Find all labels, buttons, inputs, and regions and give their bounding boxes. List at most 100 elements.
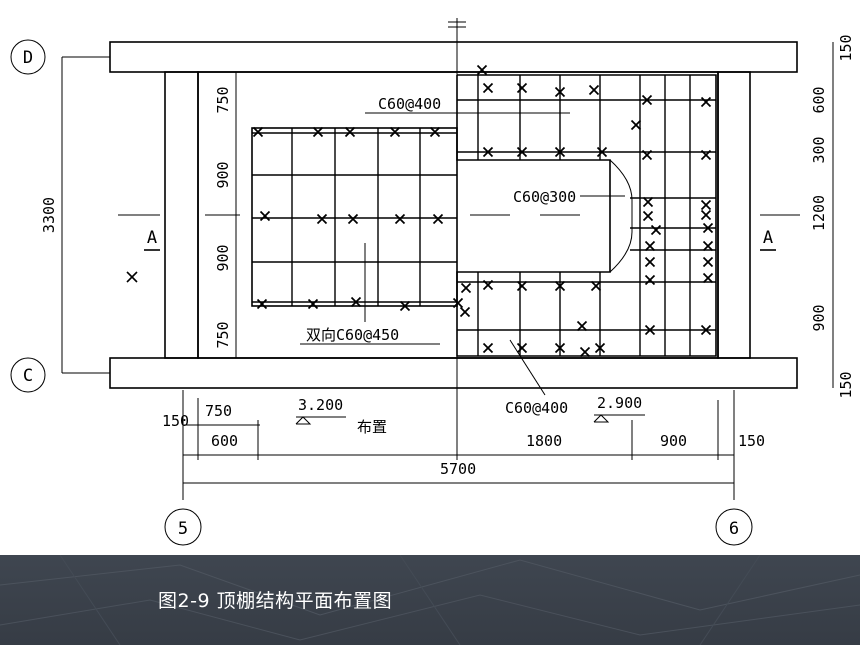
svg-text:900: 900: [810, 304, 828, 331]
rebar-crossing-mark: [630, 119, 642, 131]
svg-text:C60@300: C60@300: [513, 188, 576, 206]
rebar-crossing-mark: [644, 256, 656, 268]
rebar-crossing-mark: [594, 342, 606, 354]
svg-text:C60@400: C60@400: [378, 95, 441, 113]
rebar-crossing-mark: [576, 320, 588, 332]
svg-text:双向C60@450: 双向C60@450: [306, 326, 399, 344]
figure-caption: 图2-9 顶棚结构平面布置图: [158, 590, 393, 612]
svg-text:3.200: 3.200: [298, 396, 343, 414]
center-lines: [62, 18, 800, 500]
svg-text:750: 750: [214, 86, 232, 113]
rebar-crossing-mark: [516, 280, 528, 292]
rebar-crossing-mark: [482, 82, 494, 94]
rebar-crossing-mark: [482, 342, 494, 354]
svg-text:A: A: [147, 228, 157, 248]
rebar-crossing-mark: [700, 96, 712, 108]
rebar-crossing-mark: [642, 196, 654, 208]
svg-text:900: 900: [214, 244, 232, 271]
rebar-crossing-mark: [429, 126, 441, 138]
cross-mark-left-wall: [126, 271, 138, 283]
rebar-crossing-mark: [256, 298, 268, 310]
svg-text:150: 150: [162, 412, 189, 430]
elevation-mark-left: 3.200 布置: [295, 396, 387, 436]
rebar-crossing-mark: [702, 272, 714, 284]
rebar-crossing-mark: [252, 126, 264, 138]
svg-text:150: 150: [837, 371, 855, 398]
rebar-crossing-mark: [554, 342, 566, 354]
rebar-crossing-mark: [642, 210, 654, 222]
rebar-crossing-mark: [482, 146, 494, 158]
rebar-crossing-mark: [554, 280, 566, 292]
rebar-crossing-mark: [700, 209, 712, 221]
rebar-crossing-mark: [432, 213, 444, 225]
svg-text:5: 5: [178, 519, 188, 539]
rebar-crossing-mark: [702, 240, 714, 252]
rebar-crossing-mark: [644, 274, 656, 286]
right-dimensions: 150 600 300 1200 900 150: [810, 34, 855, 398]
rebar-crossing-mark: [702, 256, 714, 268]
section-mark-left: A: [144, 228, 160, 251]
rebar-crossing-mark: [482, 279, 494, 291]
svg-text:900: 900: [660, 432, 687, 450]
rebar-grid-right: [457, 75, 716, 356]
rebar-crossing-mark: [554, 86, 566, 98]
annotation-rebar-mid: C60@300: [513, 188, 625, 206]
rebar-crossing-mark: [516, 82, 528, 94]
svg-text:600: 600: [810, 86, 828, 113]
rebar-crossing-mark: [347, 213, 359, 225]
section-mark-right: A: [760, 228, 776, 251]
rebar-crossing-mark: [452, 297, 464, 309]
svg-text:2.900: 2.900: [597, 394, 642, 412]
rebar-crossing-mark: [460, 282, 472, 294]
svg-text:150: 150: [837, 34, 855, 61]
annotation-rebar-bidirectional: 双向C60@450: [300, 243, 440, 345]
rebar-crossing-mark: [394, 213, 406, 225]
axis-bubble-6: 6: [715, 508, 753, 546]
rebar-crossing-mark: [316, 213, 328, 225]
rebar-crossing-mark: [312, 126, 324, 138]
rebar-crossing-mark: [700, 149, 712, 161]
ceiling-structural-plan-drawing: D C 5 6 3300 750 900 900 750 150 600 300…: [10, 18, 855, 546]
rebar-crossing-mark: [307, 298, 319, 310]
rebar-crossing-mark: [579, 346, 591, 358]
rebar-crossing-mark: [399, 300, 411, 312]
rebar-crossing-mark: [459, 306, 471, 318]
rebar-crossing-mark: [516, 342, 528, 354]
rebar-crossing-mark: [700, 199, 712, 211]
svg-text:600: 600: [211, 432, 238, 450]
caption-bar: 图2-9 顶棚结构平面布置图: [0, 555, 860, 645]
svg-text:750: 750: [205, 402, 232, 420]
rebar-crossing-mark: [588, 84, 600, 96]
left-dimensions: 3300 750 900 900 750: [40, 57, 237, 373]
elevation-mark-right: 2.900: [593, 394, 645, 423]
rebar-crossing-mark: [554, 146, 566, 158]
svg-text:1200: 1200: [810, 195, 828, 231]
annotation-rebar-bottom: C60@400: [505, 339, 568, 417]
svg-text:A: A: [763, 228, 773, 248]
svg-text:6: 6: [729, 519, 739, 539]
decorative-lines: [0, 555, 860, 645]
rebar-crossing-mark: [596, 146, 608, 158]
rebar-crossing-marks: [252, 64, 714, 358]
axis-bubble-5: 5: [164, 508, 202, 546]
rebar-crossing-mark: [702, 222, 714, 234]
svg-text:150: 150: [738, 432, 765, 450]
axis-bubble-d: D: [10, 39, 46, 75]
svg-text:900: 900: [214, 161, 232, 188]
svg-text:300: 300: [810, 136, 828, 163]
axis-bubble-c: C: [10, 357, 46, 393]
svg-text:3300: 3300: [40, 197, 58, 233]
svg-text:750: 750: [214, 321, 232, 348]
annotation-rebar-top: C60@400: [365, 95, 570, 114]
svg-text:C: C: [23, 366, 33, 386]
rebar-crossing-mark: [389, 126, 401, 138]
rebar-crossing-mark: [641, 149, 653, 161]
rebar-crossing-mark: [700, 324, 712, 336]
svg-text:1800: 1800: [526, 432, 562, 450]
svg-text:D: D: [23, 48, 33, 68]
rebar-crossing-mark: [590, 280, 602, 292]
rebar-crossing-mark: [650, 224, 662, 236]
svg-text:C60@400: C60@400: [505, 399, 568, 417]
rebar-crossing-mark: [344, 126, 356, 138]
rebar-crossing-mark: [350, 296, 362, 308]
